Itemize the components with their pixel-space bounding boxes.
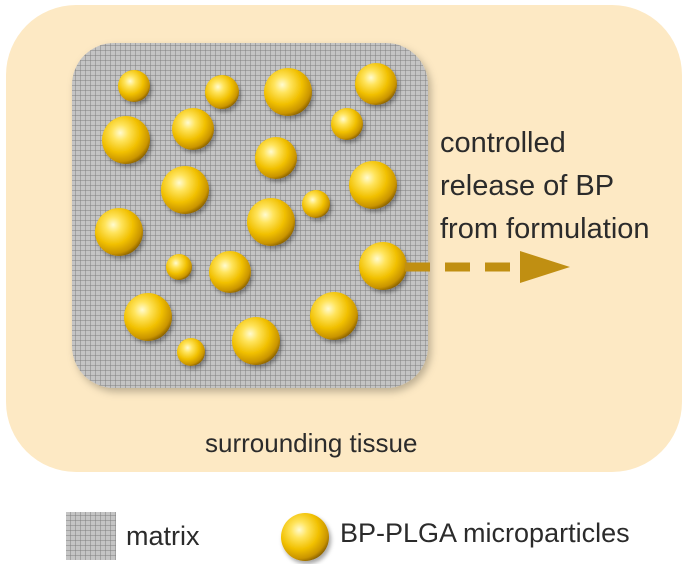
release-label-line: from formulation bbox=[440, 213, 650, 245]
release-arrow bbox=[405, 251, 570, 283]
microparticle bbox=[355, 63, 397, 105]
legend-particle-swatch bbox=[281, 513, 329, 561]
tissue-label: surrounding tissue bbox=[205, 428, 418, 458]
legend-matrix-swatch bbox=[66, 512, 116, 560]
microparticle bbox=[205, 75, 239, 109]
legend-matrix-label: matrix bbox=[126, 521, 200, 551]
microparticle bbox=[166, 254, 192, 280]
microparticle bbox=[247, 198, 295, 246]
microparticle bbox=[124, 293, 172, 341]
release-arrow-head bbox=[520, 251, 570, 283]
microparticle bbox=[359, 242, 407, 290]
release-label-line: controlled bbox=[440, 127, 566, 159]
microparticle bbox=[95, 208, 143, 256]
microparticle bbox=[161, 166, 209, 214]
microparticle-group bbox=[95, 63, 407, 366]
microparticle bbox=[172, 108, 214, 150]
release-label: controlled release of BP from formulatio… bbox=[440, 122, 680, 251]
legend-particle-label: BP-PLGA microparticles bbox=[340, 518, 630, 548]
release-label-line: release of BP bbox=[440, 170, 615, 202]
microparticle bbox=[232, 317, 280, 365]
microparticle bbox=[310, 292, 358, 340]
microparticle bbox=[255, 137, 297, 179]
microparticle bbox=[177, 338, 205, 366]
microparticle bbox=[102, 116, 150, 164]
microparticle bbox=[209, 251, 251, 293]
microparticle bbox=[349, 161, 397, 209]
microparticle bbox=[264, 68, 312, 116]
microparticle bbox=[302, 190, 330, 218]
microparticle bbox=[118, 70, 150, 102]
microparticle bbox=[331, 108, 363, 140]
